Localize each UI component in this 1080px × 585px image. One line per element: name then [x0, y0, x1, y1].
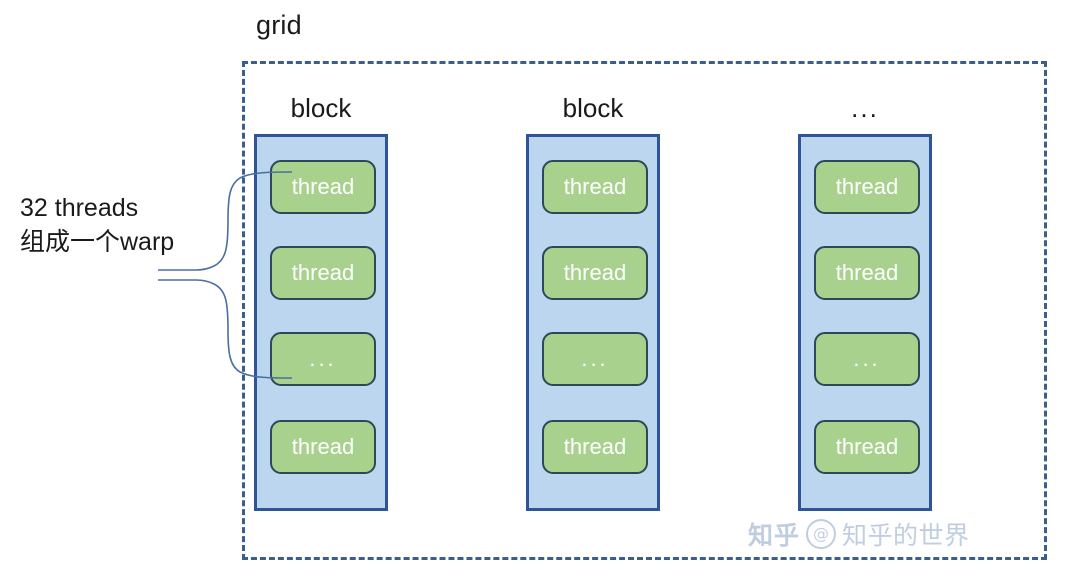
block-label-3-ellipsis: ... [851, 93, 879, 123]
thread-box: thread [542, 246, 648, 300]
thread-box: thread [814, 420, 920, 474]
thread-box: thread [814, 246, 920, 300]
block-body-3: thread thread ... thread [798, 134, 932, 511]
thread-box-ellipsis: ... [270, 332, 376, 386]
block-column-1: block thread thread ... thread [254, 88, 388, 511]
thread-box: thread [542, 420, 648, 474]
warp-annotation: 32 threads 组成一个warp [20, 192, 174, 259]
warp-brace-icon [158, 171, 293, 379]
thread-box: thread [542, 160, 648, 214]
warp-annotation-line2: 组成一个warp [20, 227, 175, 256]
block-column-2: block thread thread ... thread [526, 88, 660, 511]
thread-box: thread [270, 160, 376, 214]
thread-box-ellipsis: ... [814, 332, 920, 386]
warp-annotation-line1: 32 threads [20, 194, 139, 222]
block-column-3: ... thread thread ... thread [798, 88, 932, 511]
thread-box: thread [270, 420, 376, 474]
block-body-1: thread thread ... thread [254, 134, 388, 511]
grid-label: grid [256, 10, 302, 40]
grid-container [242, 61, 1047, 560]
block-body-2: thread thread ... thread [526, 134, 660, 511]
thread-box: thread [814, 160, 920, 214]
block-label-2: block [562, 93, 624, 123]
block-label-1: block [290, 93, 352, 123]
thread-box-ellipsis: ... [542, 332, 648, 386]
thread-box: thread [270, 246, 376, 300]
